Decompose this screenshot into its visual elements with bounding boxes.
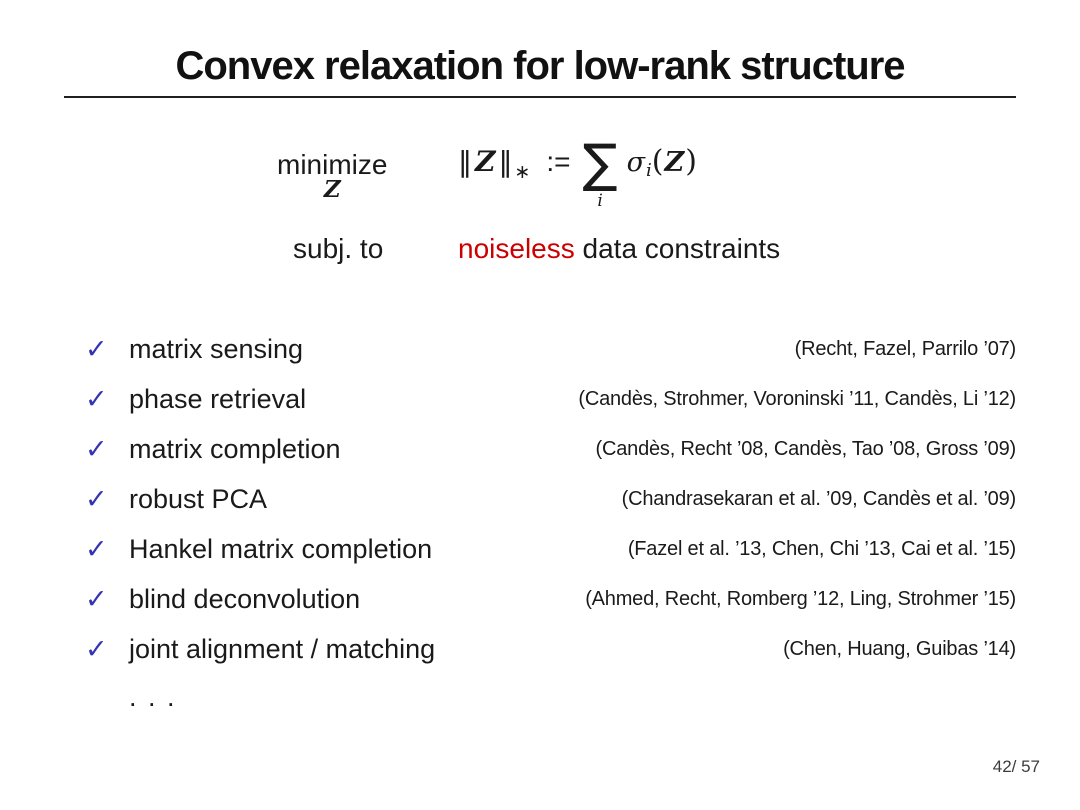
norm-subscript: ∗ bbox=[514, 161, 531, 183]
list-item-label: Hankel matrix completion bbox=[129, 533, 433, 564]
list-item-label: matrix completion bbox=[129, 433, 341, 464]
minimize-label: minimize bbox=[277, 149, 388, 180]
list-item-citation: (Chandrasekaran et al. ’09, Candès et al… bbox=[621, 487, 1017, 510]
minimize-operator: minimize Z bbox=[277, 150, 387, 203]
list-item-matrix-completion: ✓ matrix completion (Candès, Recht ’08, … bbox=[85, 424, 1016, 474]
subject-to-label: subj. to bbox=[293, 233, 384, 264]
list-item-citation: (Candès, Strohmer, Voroninski ’11, Candè… bbox=[578, 387, 1016, 410]
list-item-matrix-sensing: ✓ matrix sensing (Recht, Fazel, Parrilo … bbox=[85, 324, 1016, 374]
constraints-rest: data constraints bbox=[574, 233, 781, 264]
title-rule bbox=[64, 96, 1016, 98]
list-item-label: matrix sensing bbox=[129, 333, 304, 364]
nuclear-norm: ‖Z‖∗ bbox=[458, 145, 530, 182]
list-item-citation: (Chen, Huang, Guibas ’14) bbox=[783, 637, 1016, 660]
list-item-ellipsis: . . . bbox=[85, 674, 1016, 720]
checkmark-icon: ✓ bbox=[85, 633, 108, 664]
checkmark-icon: ✓ bbox=[85, 383, 108, 414]
slide-title: Convex relaxation for low-rank structure bbox=[175, 44, 905, 88]
list-item-blind-deconvolution: ✓ blind deconvolution (Ahmed, Recht, Rom… bbox=[85, 574, 1016, 624]
checkmark-icon: ✓ bbox=[85, 583, 108, 614]
checkmark-icon: ✓ bbox=[85, 533, 108, 564]
sigma-subscript: i bbox=[646, 160, 652, 181]
summation: ∑ i bbox=[583, 138, 618, 210]
open-paren: ( bbox=[651, 144, 664, 179]
minimize-variable: Z bbox=[323, 176, 341, 204]
norm-bar-right: ‖ bbox=[498, 145, 513, 178]
checkmark-icon: ✓ bbox=[85, 433, 108, 464]
ellipsis-text: . . . bbox=[129, 681, 177, 712]
list-item-phase-retrieval: ✓ phase retrieval (Candès, Strohmer, Vor… bbox=[85, 374, 1016, 424]
list-item-label: phase retrieval bbox=[129, 383, 307, 414]
argument-variable: Z bbox=[664, 147, 685, 178]
norm-bar-left: ‖ bbox=[458, 145, 472, 178]
close-paren: ) bbox=[685, 144, 697, 179]
page-number: 42/ 57 bbox=[992, 757, 1040, 776]
sigma-symbol: σ bbox=[626, 147, 645, 178]
norm-variable: Z bbox=[475, 145, 496, 178]
list-item-label: robust PCA bbox=[129, 483, 268, 514]
list-item-robust-pca: ✓ robust PCA (Chandrasekaran et al. ’09,… bbox=[85, 474, 1016, 524]
checkmark-icon: ✓ bbox=[85, 483, 108, 514]
list-item-citation: (Fazel et al. ’13, Chen, Chi ’13, Cai et… bbox=[627, 537, 1016, 560]
list-item-label: blind deconvolution bbox=[129, 583, 361, 614]
list-item-citation: (Ahmed, Recht, Romberg ’12, Ling, Strohm… bbox=[585, 587, 1016, 610]
list-item-citation: (Candès, Recht ’08, Candès, Tao ’08, Gro… bbox=[595, 437, 1017, 460]
list-item-label: joint alignment / matching bbox=[129, 633, 436, 664]
list-item-hankel-matrix-completion: ✓ Hankel matrix completion (Fazel et al.… bbox=[85, 524, 1016, 574]
sum-symbol: ∑ bbox=[582, 134, 618, 194]
list-item-joint-alignment-matching: ✓ joint alignment / matching (Chen, Huan… bbox=[85, 624, 1016, 674]
list-item-citation: (Recht, Fazel, Parrilo ’07) bbox=[794, 337, 1017, 360]
noiseless-highlight: noiseless bbox=[458, 233, 575, 264]
checkmark-icon: ✓ bbox=[85, 333, 108, 364]
application-list: ✓ matrix sensing (Recht, Fazel, Parrilo … bbox=[85, 324, 1016, 720]
defined-as-symbol: := bbox=[546, 146, 571, 177]
constraints-text: noiseless data constraints bbox=[458, 233, 780, 265]
sum-index: i bbox=[597, 191, 603, 211]
